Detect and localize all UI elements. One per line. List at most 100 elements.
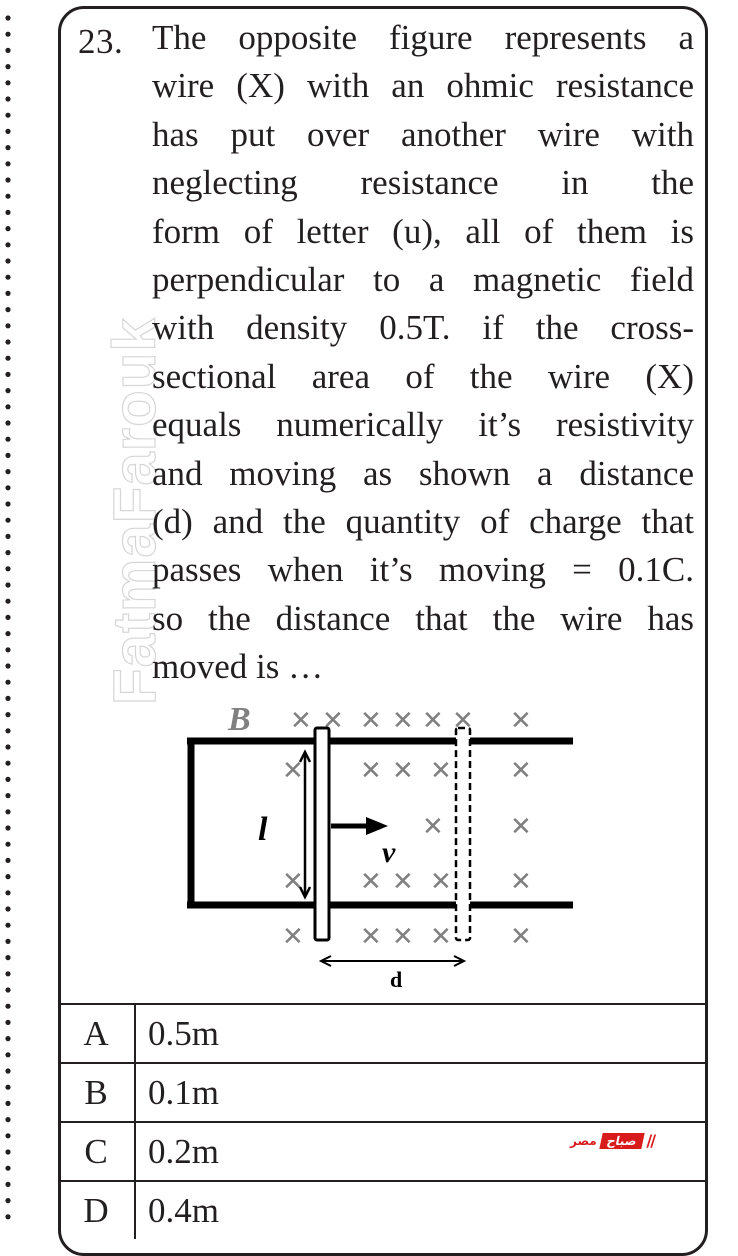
margin-dot [5,955,11,961]
choice-c[interactable]: C 0.2m [58,1123,708,1182]
margin-dot [5,825,11,831]
margin-dot [5,501,11,507]
margin-dot [5,226,11,232]
margin-dot [5,258,11,264]
margin-dot [5,809,11,815]
margin-dot [5,1003,11,1009]
question-line: form of letter (u), all of them is [152,211,694,251]
margin-dot [5,469,11,475]
margin-dot [5,1084,11,1090]
margin-dot [5,290,11,296]
question-number: 23. [78,22,124,61]
margin-dot [5,145,11,151]
margin-dot [5,31,11,37]
margin-dot [5,436,11,442]
margin-dot [5,550,11,556]
margin-dot [5,161,11,167]
choice-d[interactable]: D 0.4m [58,1182,708,1239]
dotted-margin [5,15,11,1220]
margin-dot [5,1198,11,1204]
margin-dot [5,404,11,410]
question-line: has put over another wire with [152,114,694,154]
margin-dot [5,452,11,458]
margin-dot [5,857,11,864]
field-cross: ✕ [282,756,304,786]
margin-dot [5,96,11,102]
question-line: perpendicular to a magnetic field [152,259,694,299]
margin-dot [5,582,11,588]
margin-dot [5,339,11,345]
margin-dot [5,598,11,604]
margin-dot [5,987,11,993]
field-cross: ✕ [510,812,532,842]
margin-dot [5,1214,11,1220]
margin-dot [5,47,11,54]
margin-dot [5,679,11,685]
field-cross: ✕ [430,756,452,786]
choice-value: 0.5m [148,1014,219,1053]
choice-value: 0.4m [148,1191,219,1230]
length-label: l [258,811,268,848]
field-cross: ✕ [282,922,304,952]
margin-dot [5,388,11,394]
field-cross: ✕ [360,706,382,736]
field-cross: ✕ [360,867,382,897]
logo-slashes: // [646,1131,656,1150]
question-line: neglecting resistance in the [152,163,694,203]
margin-dot [5,631,11,637]
margin-dot [5,1117,11,1123]
question-line: so the distance that the wire has [152,598,694,638]
velocity-arrow [331,817,388,835]
field-cross: ✕ [430,867,452,897]
field-cross: ✕ [422,706,444,736]
field-cross: ✕ [360,922,382,952]
margin-dot [5,776,11,783]
logo-word-sabah: صباح [599,1132,645,1149]
margin-dot [5,307,11,313]
choice-b[interactable]: B 0.1m [58,1064,708,1123]
margin-dot [5,112,11,118]
margin-dot [5,1052,11,1058]
distance-arrow [318,955,467,967]
field-cross: ✕ [392,867,414,897]
margin-dot [5,533,11,540]
margin-dot [5,728,11,734]
question-line: equals numerically it’s resistivity [152,405,694,445]
choice-a[interactable]: A 0.5m [58,1005,708,1064]
margin-dot [5,647,11,653]
margin-dot [5,938,11,945]
choice-letter: C [58,1123,136,1180]
wire-x-final [454,726,472,942]
margin-dot [5,517,11,523]
margin-dot [5,1100,11,1106]
margin-dot [5,744,11,750]
field-cross: ✕ [392,706,414,736]
field-cross: ✕ [510,922,532,952]
margin-dot [5,420,11,426]
margin-dot [5,1019,11,1025]
choice-letter: B [58,1064,136,1121]
field-cross: ✕ [510,756,532,786]
margin-dot [5,1068,11,1074]
field-cross: ✕ [290,706,312,736]
choices-table: A 0.5m B 0.1m C 0.2m D 0.4m [58,1003,708,1239]
length-arrow [298,749,312,900]
question-line: moved is … [152,647,324,687]
margin-dot [5,485,11,491]
margin-dot [5,193,11,199]
margin-dot [5,906,11,912]
wire-x-initial [313,726,331,942]
margin-dot [5,1036,11,1042]
margin-dot [5,371,11,377]
field-cross: ✕ [422,812,444,842]
field-cross: ✕ [392,756,414,786]
margin-dot [5,874,11,880]
question-line: passes when it’s moving = 0.1C. [152,550,694,590]
margin-dot [5,1149,11,1155]
margin-dot [5,695,11,702]
margin-dot [5,355,11,361]
logo-word-masr: مصر [570,1133,597,1148]
margin-dot [5,80,11,86]
question-line: The opposite figure represents a [152,18,694,57]
margin-dot [5,242,11,248]
